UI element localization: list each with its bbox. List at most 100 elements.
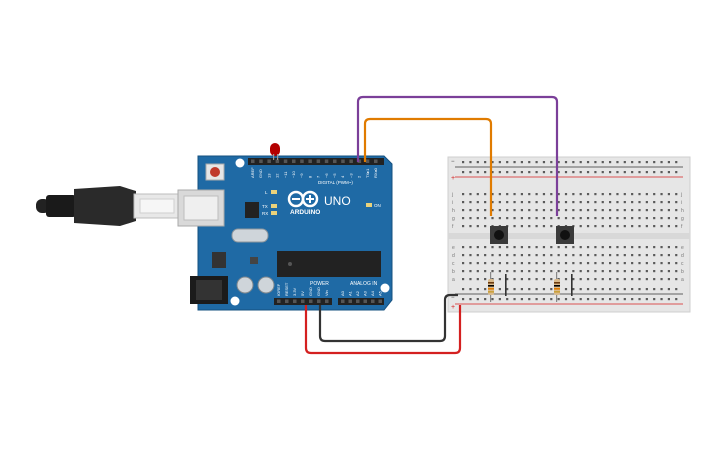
breadboard-hole[interactable] (586, 254, 590, 257)
power-pin-socket[interactable] (293, 299, 297, 304)
breadboard-hole[interactable] (594, 246, 597, 249)
breadboard-hole[interactable] (586, 209, 590, 212)
rail-hole[interactable] (631, 171, 634, 174)
breadboard-hole[interactable] (616, 209, 619, 212)
breadboard-hole[interactable] (462, 270, 465, 273)
breadboard-hole[interactable] (484, 193, 487, 196)
rail-hole[interactable] (542, 288, 546, 291)
rail-hole[interactable] (491, 171, 494, 174)
rail-hole[interactable] (623, 161, 626, 164)
breadboard-hole[interactable] (572, 217, 575, 220)
breadboard-hole[interactable] (476, 209, 479, 212)
breadboard-hole[interactable] (535, 193, 538, 196)
breadboard-hole[interactable] (491, 270, 494, 273)
rail-hole[interactable] (506, 288, 509, 291)
breadboard-hole[interactable] (513, 270, 516, 273)
breadboard-hole[interactable] (601, 254, 604, 257)
analog-pin-socket[interactable] (363, 299, 368, 304)
digital-header[interactable] (248, 158, 384, 165)
breadboard-hole[interactable] (550, 209, 553, 212)
breadboard-hole[interactable] (542, 278, 546, 281)
rail-hole[interactable] (542, 298, 546, 301)
breadboard-hole[interactable] (638, 193, 641, 196)
breadboard-hole[interactable] (557, 262, 560, 265)
breadboard-hole[interactable] (462, 201, 465, 204)
breadboard-hole[interactable] (513, 193, 516, 196)
breadboard-hole[interactable] (645, 217, 648, 220)
breadboard-hole[interactable] (491, 201, 494, 204)
breadboard-hole[interactable] (660, 201, 663, 204)
breadboard-hole[interactable] (550, 225, 553, 228)
breadboard-hole[interactable] (513, 246, 516, 249)
breadboard-hole[interactable] (601, 225, 604, 228)
breadboard-hole[interactable] (535, 217, 538, 220)
rail-hole[interactable] (572, 298, 575, 301)
breadboard-hole[interactable] (498, 246, 501, 249)
breadboard-hole[interactable] (653, 201, 656, 204)
breadboard-hole[interactable] (609, 254, 612, 257)
breadboard-hole[interactable] (520, 262, 523, 265)
breadboard-hole[interactable] (528, 270, 531, 273)
rail-hole[interactable] (469, 161, 472, 164)
breadboard-hole[interactable] (528, 201, 531, 204)
wire-black-gnd[interactable] (318, 293, 458, 343)
jumper-wire-1[interactable] (505, 274, 507, 296)
rail-hole[interactable] (520, 288, 523, 291)
power-pin-socket[interactable] (277, 299, 281, 304)
digital-pin-socket[interactable] (275, 159, 280, 164)
rail-hole[interactable] (631, 288, 634, 291)
breadboard-hole[interactable] (498, 193, 501, 196)
breadboard-hole[interactable] (653, 225, 656, 228)
breadboard-hole[interactable] (506, 270, 509, 273)
breadboard-hole[interactable] (491, 193, 494, 196)
breadboard-hole[interactable] (623, 246, 626, 249)
rail-hole[interactable] (535, 171, 538, 174)
breadboard-hole[interactable] (476, 270, 479, 273)
breadboard-hole[interactable] (498, 262, 501, 265)
digital-pin-socket[interactable] (251, 159, 255, 164)
rail-hole[interactable] (667, 171, 670, 174)
breadboard-hole[interactable] (484, 246, 487, 249)
breadboard-hole[interactable] (469, 201, 472, 204)
breadboard-hole[interactable] (675, 201, 678, 204)
rail-hole[interactable] (653, 298, 656, 301)
breadboard-hole[interactable] (462, 262, 465, 265)
rail-hole[interactable] (579, 288, 582, 291)
breadboard-hole[interactable] (462, 217, 465, 220)
breadboard-hole[interactable] (491, 262, 494, 265)
breadboard-hole[interactable] (469, 278, 472, 281)
breadboard-hole[interactable] (631, 201, 634, 204)
breadboard-hole[interactable] (667, 217, 670, 220)
breadboard-hole[interactable] (631, 217, 634, 220)
rail-hole[interactable] (653, 171, 656, 174)
breadboard-hole[interactable] (609, 278, 612, 281)
breadboard-hole[interactable] (572, 209, 575, 212)
breadboard-hole[interactable] (557, 278, 560, 281)
breadboard-hole[interactable] (638, 270, 641, 273)
breadboard-hole[interactable] (623, 225, 626, 228)
rail-hole[interactable] (586, 171, 590, 174)
rail-hole[interactable] (645, 171, 648, 174)
breadboard-hole[interactable] (631, 254, 634, 257)
rail-hole[interactable] (631, 298, 634, 301)
rail-hole[interactable] (638, 298, 641, 301)
breadboard-hole[interactable] (645, 254, 648, 257)
breadboard-hole[interactable] (513, 201, 516, 204)
breadboard-hole[interactable] (645, 193, 648, 196)
rail-hole[interactable] (660, 298, 663, 301)
breadboard-hole[interactable] (550, 201, 553, 204)
rail-hole[interactable] (564, 161, 568, 164)
breadboard-hole[interactable] (506, 246, 509, 249)
rail-hole[interactable] (609, 171, 612, 174)
breadboard-hole[interactable] (506, 193, 509, 196)
rail-hole[interactable] (476, 171, 479, 174)
breadboard-hole[interactable] (660, 262, 663, 265)
breadboard-hole[interactable] (498, 270, 501, 273)
breadboard-hole[interactable] (623, 254, 626, 257)
rail-hole[interactable] (609, 298, 612, 301)
breadboard-hole[interactable] (535, 254, 538, 257)
breadboard-hole[interactable] (631, 225, 634, 228)
rail-hole[interactable] (484, 288, 487, 291)
breadboard-hole[interactable] (653, 209, 656, 212)
breadboard-hole[interactable] (491, 209, 494, 212)
